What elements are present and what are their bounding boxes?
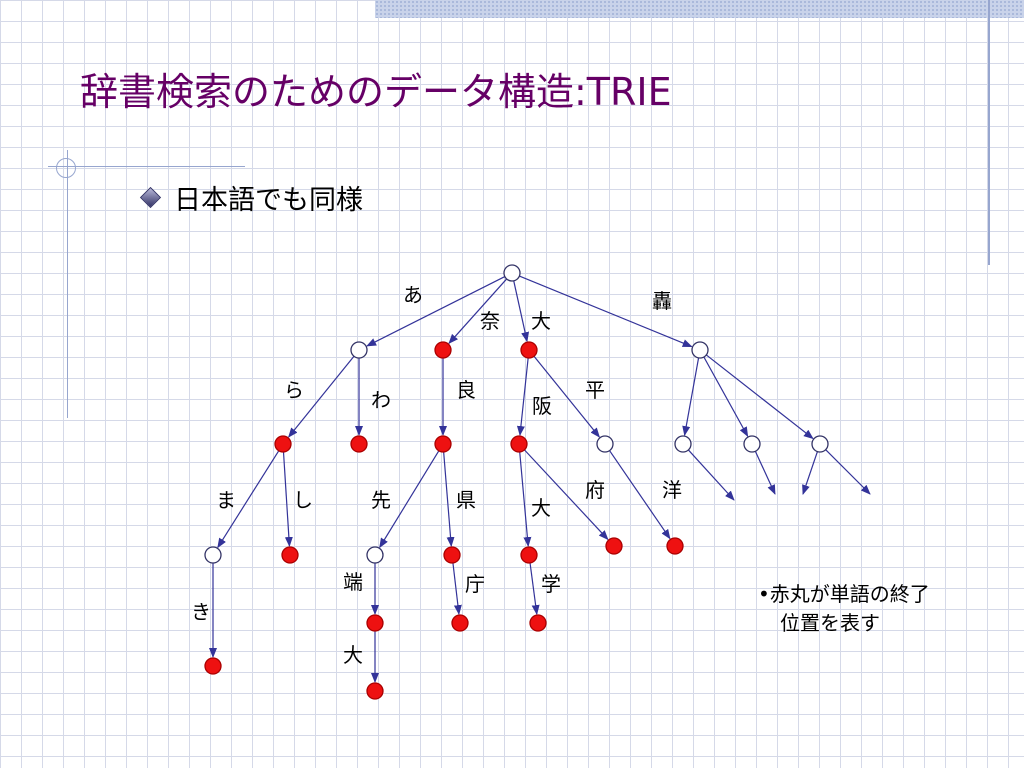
trie-node-oo-terminal [520, 341, 538, 359]
trie-node-a [350, 341, 368, 359]
edge-label-saka: 阪 [532, 394, 552, 418]
trie-node-arama [204, 546, 222, 564]
trie-node-naraken-terminal [443, 546, 461, 564]
trie-node-ara-terminal [274, 435, 292, 453]
edge-label-fu: 府 [585, 478, 605, 502]
trie-edge-a-ara [288, 355, 355, 438]
trie-edge-root-a [366, 276, 506, 347]
trie-node-ohirayo-terminal [666, 537, 684, 555]
trie-node-osaka-terminal [510, 435, 528, 453]
trie-edge-dangling-t3-2 [802, 451, 818, 495]
trie-node-t1 [674, 435, 692, 453]
trie-edge-dangling-t2-1 [754, 451, 776, 495]
trie-edge-osaka-osakadai [519, 451, 532, 548]
left-decorative-rule-horizontal [48, 166, 245, 167]
edge-label-todoroki: 轟 [652, 289, 672, 313]
trie-edge-dangling-t3-3 [825, 449, 871, 495]
trie-node-ohira [596, 435, 614, 453]
trie-node-narasentan-terminal [366, 614, 384, 632]
edge-label-yo: 洋 [662, 478, 682, 502]
trie-edge-ohira-ohirayo [609, 450, 671, 540]
trie-node-root [503, 264, 521, 282]
trie-edge-nara-narasen [379, 450, 440, 549]
edge-label-ryo: 良 [456, 378, 476, 402]
trie-node-narasen [366, 546, 384, 564]
trie-node-osakafu-terminal [605, 537, 623, 555]
edge-label-ki: き [191, 600, 211, 624]
trie-edge-root-na [448, 278, 508, 345]
edge-label-shi: し [293, 488, 313, 512]
slide-title: 辞書検索のためのデータ構造:TRIE [80, 70, 672, 114]
edge-label-cho: 庁 [465, 572, 485, 596]
trie-edge-root-todoroki [519, 275, 693, 348]
trie-edge-naraken-narakencho [452, 562, 462, 616]
trie-node-awa-terminal [350, 435, 368, 453]
trie-edge-ara-arama [217, 450, 280, 549]
legend-note: •赤丸が単語の終了 位置を表す [758, 580, 930, 638]
trie-node-todoroki [691, 341, 709, 359]
trie-edge-oo-ohira [533, 355, 600, 438]
trie-edge-todoroki-t3 [705, 354, 814, 440]
trie-node-osakadaigaku-terminal [529, 614, 547, 632]
edge-label-na: 奈 [480, 309, 500, 333]
trie-node-t3 [811, 435, 829, 453]
trie-edge-oo-osaka [516, 357, 529, 437]
trie-edge-dangling-t1-0 [687, 449, 735, 501]
trie-node-osakadai-terminal [520, 546, 538, 564]
edge-label-ma: ま [216, 488, 236, 512]
trie-edge-osakadai-osakadaigaku [529, 562, 540, 616]
top-decorative-band [375, 0, 1024, 18]
edge-label-oo: 大 [531, 309, 551, 333]
edge-label-dai: 大 [531, 496, 551, 520]
left-decorative-rule-vertical [67, 150, 68, 418]
edge-label-dai-2: 大 [343, 643, 363, 667]
edge-label-ra: ら [284, 378, 304, 402]
trie-node-narakencho-terminal [451, 614, 469, 632]
legend-note-line-2: 位置を表す [780, 611, 880, 635]
trie-edge-todoroki-t1 [682, 357, 700, 437]
edge-label-sen: 先 [371, 488, 391, 512]
trie-node-aramaki-terminal [204, 657, 222, 675]
trie-node-t2 [743, 435, 761, 453]
edge-label-ken: 県 [456, 488, 476, 512]
edge-label-tan: 端 [343, 570, 363, 594]
trie-edge-root-oo [513, 280, 530, 343]
bullet-item: 日本語でも同様 [139, 178, 363, 217]
bullet-text: 日本語でも同様 [174, 185, 363, 216]
edge-label-gaku: 学 [541, 572, 561, 596]
edge-label-a: あ [403, 283, 423, 307]
trie-edge-osaka-osakafu [524, 449, 609, 541]
legend-note-line-1: •赤丸が単語の終了 [758, 582, 930, 606]
trie-edge-ara-arashi [282, 451, 293, 548]
left-decorative-ring [56, 158, 76, 178]
trie-edge-todoroki-t2 [703, 356, 749, 437]
trie-node-arashi-terminal [281, 546, 299, 564]
trie-node-narasentandai-terminal [366, 682, 384, 700]
right-decorative-rule [988, 0, 990, 265]
edge-label-wa: わ [371, 388, 391, 412]
trie-edge-nara-naraken [443, 451, 455, 548]
edge-label-hira: 平 [585, 378, 605, 402]
trie-node-nara-terminal [434, 435, 452, 453]
trie-node-na-terminal [434, 341, 452, 359]
